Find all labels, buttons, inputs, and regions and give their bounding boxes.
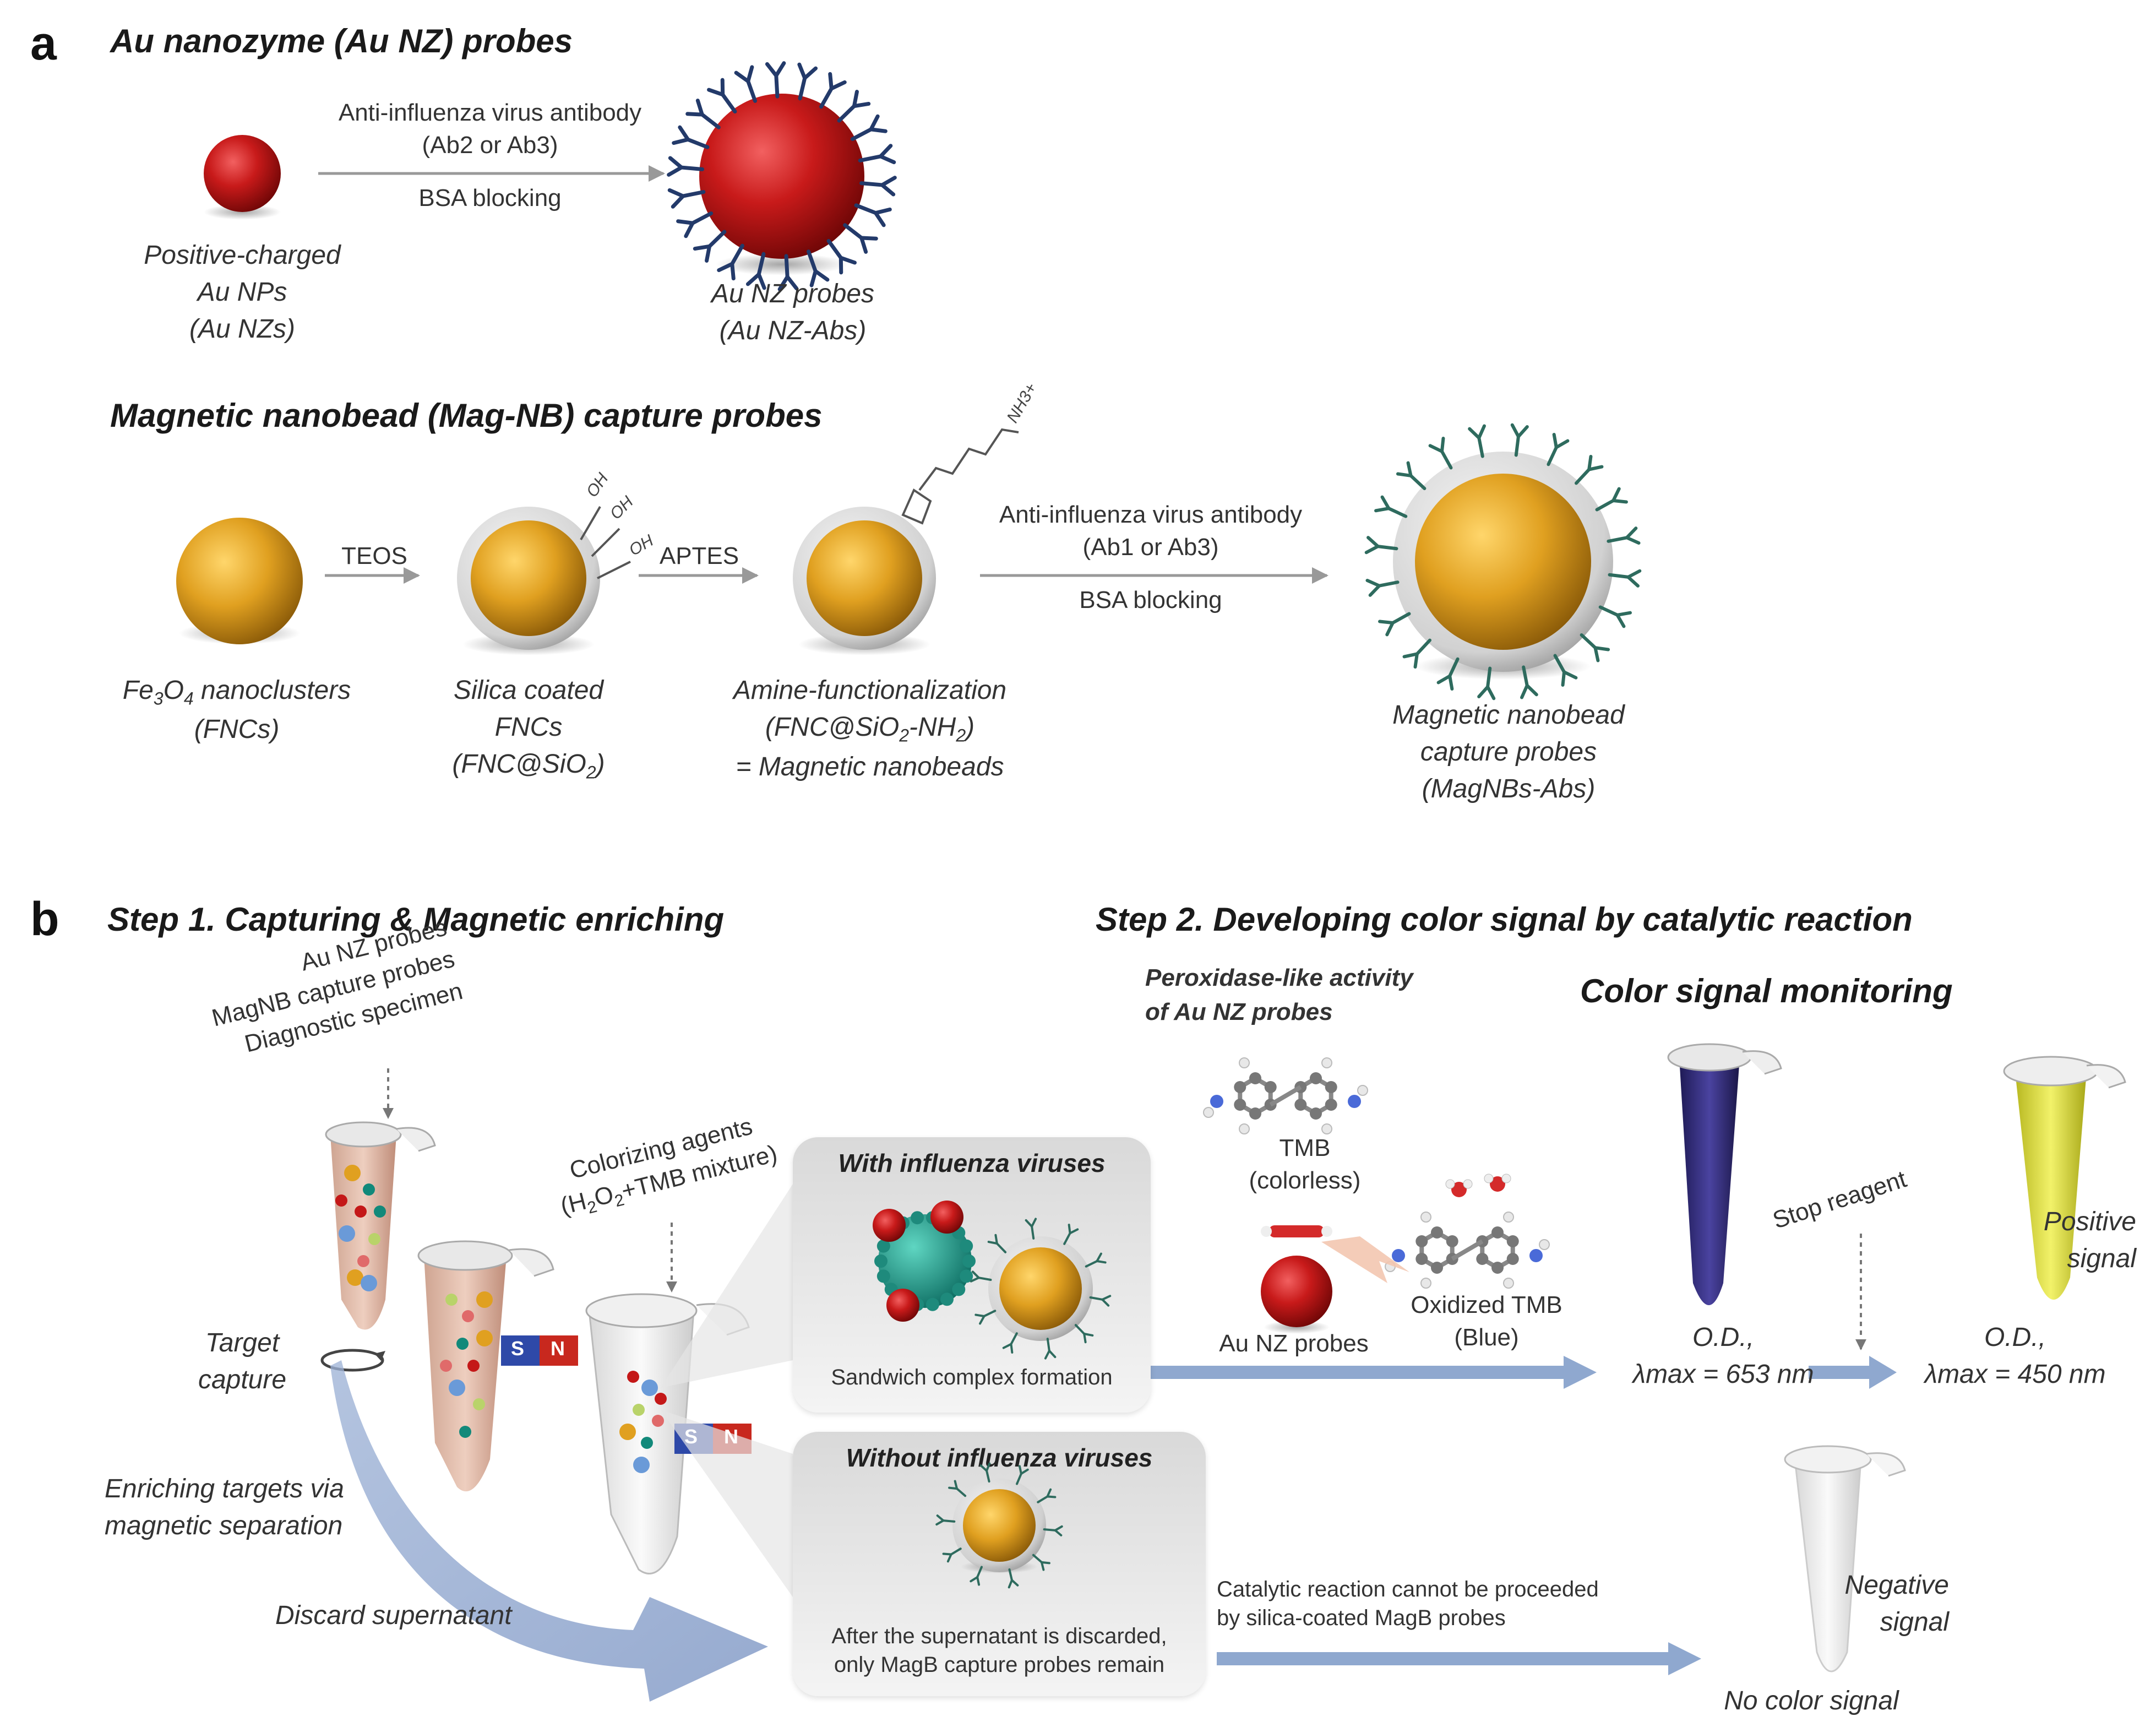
mag-nb-section-title: Magnetic nanobead (Mag-NB) capture probe… [110, 397, 823, 434]
au-nz-probe-particle [667, 61, 897, 291]
with-virus-box: With influenza viruses Sandwich complex … [793, 1137, 1151, 1413]
magnet2-s: S [684, 1425, 698, 1448]
negative-signal-label: Negative signal [1844, 1571, 1949, 1637]
od2-label: O.D., λmax = 450 nm [1924, 1323, 2106, 1389]
magnet1-n: N [551, 1337, 565, 1360]
amine-label-line2: (FNC@SiO2-NH2) [765, 713, 975, 746]
fnc-label-line1: Fe3O4 nanoclusters [122, 676, 351, 709]
without-virus-box: Without influenza viruses After the supe… [793, 1432, 1206, 1696]
enrich-flow-arrow [330, 1360, 768, 1702]
oxidized-tmb-molecule [1385, 1174, 1550, 1289]
teos-label: TEOS [341, 542, 407, 569]
magnb-label: Magnetic nanobead capture probes (MagNBs… [1392, 700, 1625, 804]
au-probe-label: Au NZ probes (Au NZ-Abs) [711, 279, 875, 346]
blue-tube [1667, 1043, 1782, 1305]
od1-label: O.D., λmax = 653 nm [1632, 1323, 1814, 1389]
oh-label-1: OH [583, 470, 612, 501]
panel-b-letter: b [30, 893, 59, 946]
oh-label-2: OH [607, 493, 637, 523]
step1-title: Step 1. Capturing & Magnetic enriching [107, 901, 725, 938]
mag-arrow-top-label: Anti-influenza virus antibody (Ab1 or Ab… [999, 501, 1303, 561]
au-np-particle [204, 135, 281, 220]
negative-arrow [1217, 1642, 1701, 1675]
au-arrow-bottom-label: BSA blocking [418, 184, 562, 211]
tube-particles [335, 1165, 667, 1473]
yellow-tube [2003, 1056, 2126, 1300]
enriching-label: Enriching targets via magnetic separatio… [105, 1474, 344, 1541]
magnet2-n: N [724, 1425, 738, 1448]
magnet-1 [501, 1335, 578, 1366]
au-nz-section-title: Au nanozyme (Au NZ) probes [110, 23, 573, 59]
oxidation-arrow [1321, 1236, 1409, 1283]
mag-arrow-bottom-label: BSA blocking [1079, 586, 1222, 613]
magnb-capture-probe-particle [1364, 423, 1642, 700]
tube-1 [325, 1121, 436, 1330]
tube-2 [417, 1240, 554, 1492]
signal-arrow-2 [1809, 1356, 1897, 1389]
fnc-particle [176, 518, 303, 644]
zoom-fan-upper [661, 1184, 793, 1388]
nh3-label: NH3+ [1003, 380, 1040, 426]
signal-arrow-1 [1145, 1356, 1597, 1389]
with-virus-title: With influenza viruses [838, 1149, 1106, 1177]
au-arrow-top-label: Anti-influenza virus antibody (Ab2 or Ab… [338, 99, 642, 159]
without-virus-caption: After the supernatant is discarded, only… [831, 1624, 1167, 1677]
zoom-fan-lower [661, 1410, 793, 1597]
oxidized-tmb-label: Oxidized TMB (Blue) [1411, 1291, 1562, 1351]
step2-title: Step 2. Developing color signal by catal… [1096, 901, 1913, 938]
au-nz-catalyst [1261, 1225, 1332, 1334]
magnet1-s: S [511, 1337, 525, 1360]
tmb-label: TMB (colorless) [1249, 1134, 1361, 1194]
target-capture-label: Target capture [198, 1328, 287, 1395]
positive-signal-label: Positive signal [2043, 1207, 2136, 1274]
with-virus-caption: Sandwich complex formation [831, 1365, 1113, 1389]
peroxidase-label: Peroxidase-like activity of Au NZ probes [1145, 964, 1413, 1025]
amine-label: Amine-functionalization (FNC@SiO2-NH2) =… [699, 672, 1041, 785]
aptes-label: APTES [659, 542, 739, 569]
amine-nanobead-particle [793, 428, 1019, 655]
silica-label-line3: (FNC@SiO2) [452, 750, 605, 783]
au-nz-probes-label: Au NZ probes [1219, 1330, 1369, 1357]
tmb-molecule [1203, 1057, 1368, 1134]
silica-label: Silica coated FNCs (FNC@SiO2) [396, 672, 661, 785]
no-color-label: No color signal [1724, 1686, 1899, 1715]
clear-tube [1784, 1445, 1906, 1672]
catalytic-note: Catalytic reaction cannot be proceeded b… [1217, 1577, 1599, 1630]
fnc-label: Fe3O4 nanoclusters (FNCs) [88, 672, 385, 748]
panel-a-letter: a [30, 17, 57, 70]
discard-label: Discard supernatant [275, 1601, 512, 1630]
rotation-arrow-icon [320, 1349, 385, 1372]
without-virus-title: Without influenza viruses [846, 1443, 1153, 1472]
au-np-label: Positive-charged Au NPs (Au NZs) [144, 241, 341, 344]
color-monitor-title: Color signal monitoring [1580, 973, 1953, 1009]
silica-coated-fnc-particle [457, 506, 631, 655]
